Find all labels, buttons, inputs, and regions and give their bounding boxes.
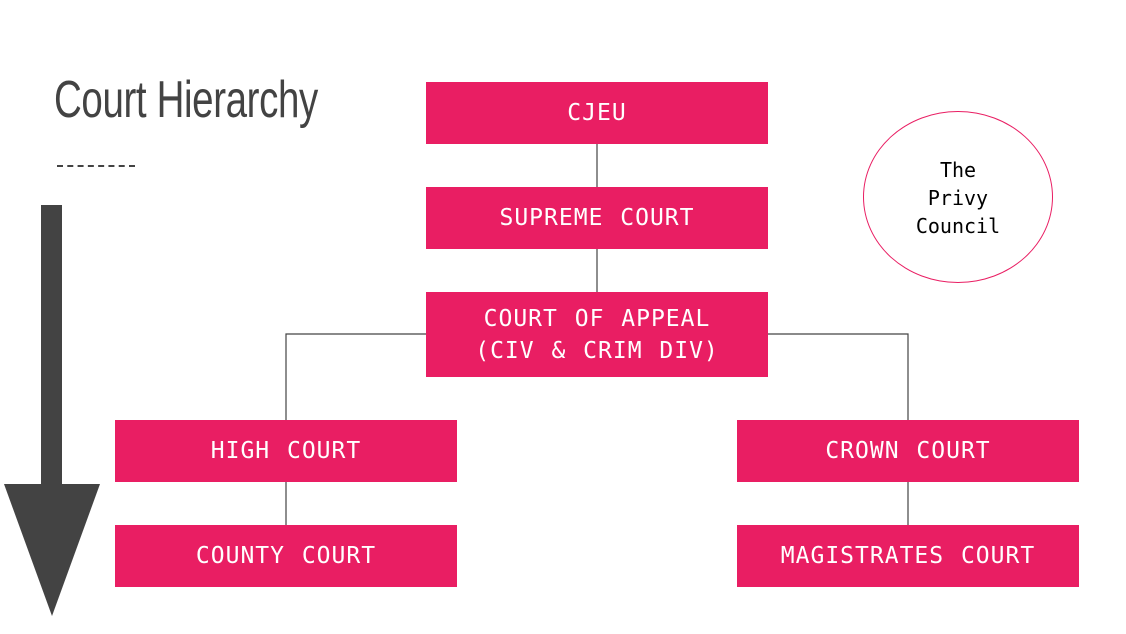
privy-label-line3: Council xyxy=(915,214,1001,238)
court-box-supreme: SUPREME COURT xyxy=(426,187,768,249)
court-box-cjeu: CJEU xyxy=(426,82,768,144)
court-label-supreme: SUPREME COURT xyxy=(499,205,695,231)
connector-appeal-high xyxy=(285,333,426,420)
court-label-appeal-line2: (CIV & CRIM DIV) xyxy=(475,337,719,364)
court-label-cjeu: CJEU xyxy=(567,100,627,126)
privy-council-circle: The Privy Council xyxy=(863,111,1053,283)
court-label-crown: CROWN COURT xyxy=(825,438,991,464)
court-label-magistrates: MAGISTRATES COURT xyxy=(780,543,1036,569)
court-label-appeal-line1: COURT OF APPEAL xyxy=(483,305,711,332)
privy-label-line2: Privy xyxy=(927,186,989,210)
arrow-head xyxy=(4,484,100,616)
court-box-crown: CROWN COURT xyxy=(737,420,1079,482)
court-box-county: COUNTY COURT xyxy=(115,525,457,587)
court-box-appeal: COURT OF APPEAL (CIV & CRIM DIV) xyxy=(426,292,768,377)
court-box-magistrates: MAGISTRATES COURT xyxy=(737,525,1079,587)
court-label-county: COUNTY COURT xyxy=(195,543,377,569)
slide-title: Court Hierarchy xyxy=(54,71,318,129)
arrow-shaft xyxy=(41,205,62,487)
connector-appeal-crown xyxy=(768,333,909,420)
court-box-high: HIGH COURT xyxy=(115,420,457,482)
court-label-high: HIGH COURT xyxy=(210,438,362,464)
title-underline xyxy=(57,165,135,167)
privy-label-line1: The xyxy=(939,158,977,182)
